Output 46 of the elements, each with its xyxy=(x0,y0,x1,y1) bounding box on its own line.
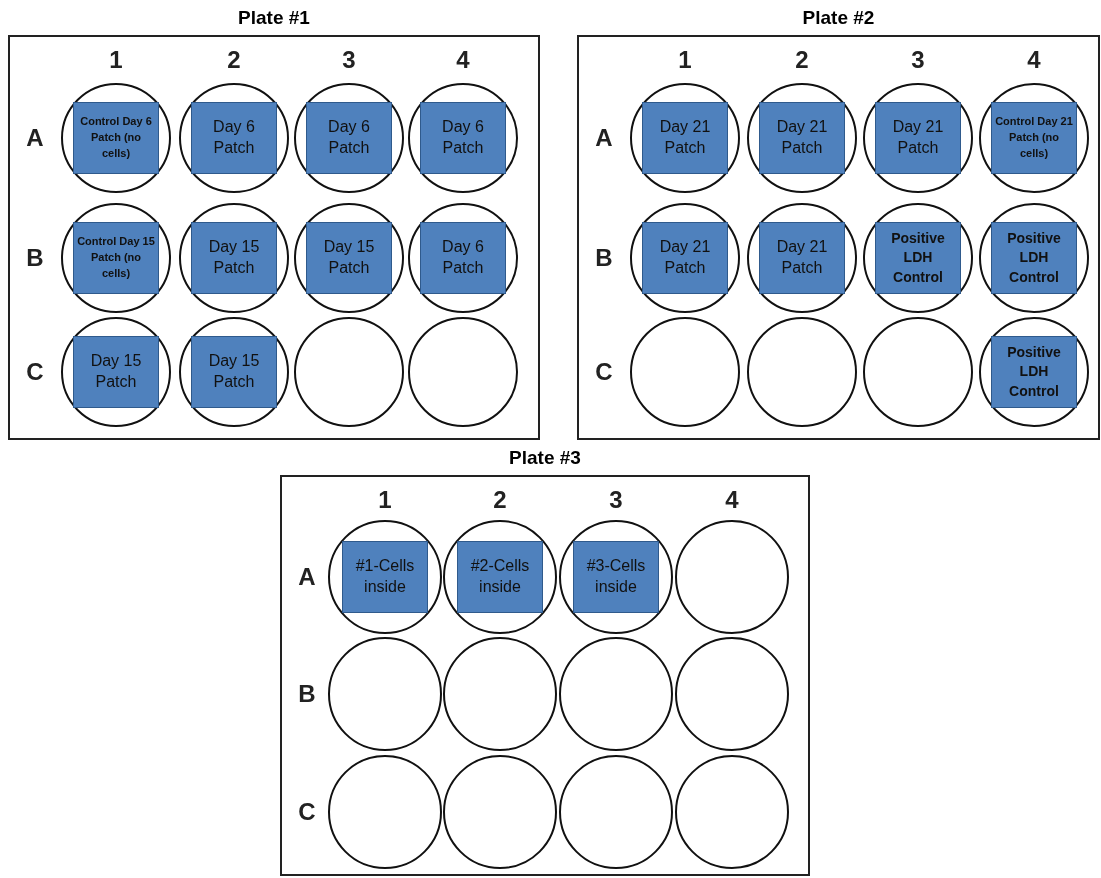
patch-square: Day 21 Patch xyxy=(875,102,961,174)
patch-square: Day 15 Patch xyxy=(191,336,277,408)
patch-square: Day 15 Patch xyxy=(306,222,392,294)
row-letter: B xyxy=(26,244,44,272)
plate-title: Plate #3 xyxy=(509,447,581,469)
column-number: 1 xyxy=(678,46,692,74)
column-number: 2 xyxy=(795,46,809,74)
column-number: 3 xyxy=(911,46,925,74)
patch-square: Day 6 Patch xyxy=(191,102,277,174)
row-letter: A xyxy=(26,124,44,152)
plate-title: Plate #1 xyxy=(238,7,310,29)
row-letter: C xyxy=(26,358,44,386)
patch-square: Day 21 Patch xyxy=(759,222,845,294)
column-number: 4 xyxy=(456,46,470,74)
patch-square: #3-Cells inside xyxy=(573,541,659,613)
column-number: 3 xyxy=(342,46,356,74)
patch-square: Positive LDH Control xyxy=(991,222,1077,294)
column-number: 1 xyxy=(109,46,123,74)
patch-square: Positive LDH Control xyxy=(875,222,961,294)
row-letter: A xyxy=(595,124,613,152)
patch-square: Day 6 Patch xyxy=(420,102,506,174)
row-letter: A xyxy=(298,563,316,591)
patch-square: Day 6 Patch xyxy=(306,102,392,174)
row-letter: B xyxy=(595,244,613,272)
column-number: 4 xyxy=(725,486,739,514)
row-letter: C xyxy=(298,798,316,826)
patch-square: Day 15 Patch xyxy=(191,222,277,294)
column-number: 2 xyxy=(493,486,507,514)
patch-square: Day 15 Patch xyxy=(73,336,159,408)
column-number: 3 xyxy=(609,486,623,514)
patch-square: Control Day 21 Patch (no cells) xyxy=(991,102,1077,174)
row-letter: C xyxy=(595,358,613,386)
patch-square: Day 21 Patch xyxy=(642,222,728,294)
patch-square: Day 21 Patch xyxy=(759,102,845,174)
patch-square: Day 21 Patch xyxy=(642,102,728,174)
patch-square: Control Day 15 Patch (no cells) xyxy=(73,222,159,294)
patch-square: #1-Cells inside xyxy=(342,541,428,613)
patch-square: #2-Cells inside xyxy=(457,541,543,613)
row-letter: B xyxy=(298,680,316,708)
column-number: 4 xyxy=(1027,46,1041,74)
column-number: 1 xyxy=(378,486,392,514)
plate-title: Plate #2 xyxy=(802,7,875,29)
patch-square: Control Day 6 Patch (no cells) xyxy=(73,102,159,174)
patch-square: Day 6 Patch xyxy=(420,222,506,294)
patch-square: Positive LDH Control xyxy=(991,336,1077,408)
column-number: 2 xyxy=(227,46,241,74)
